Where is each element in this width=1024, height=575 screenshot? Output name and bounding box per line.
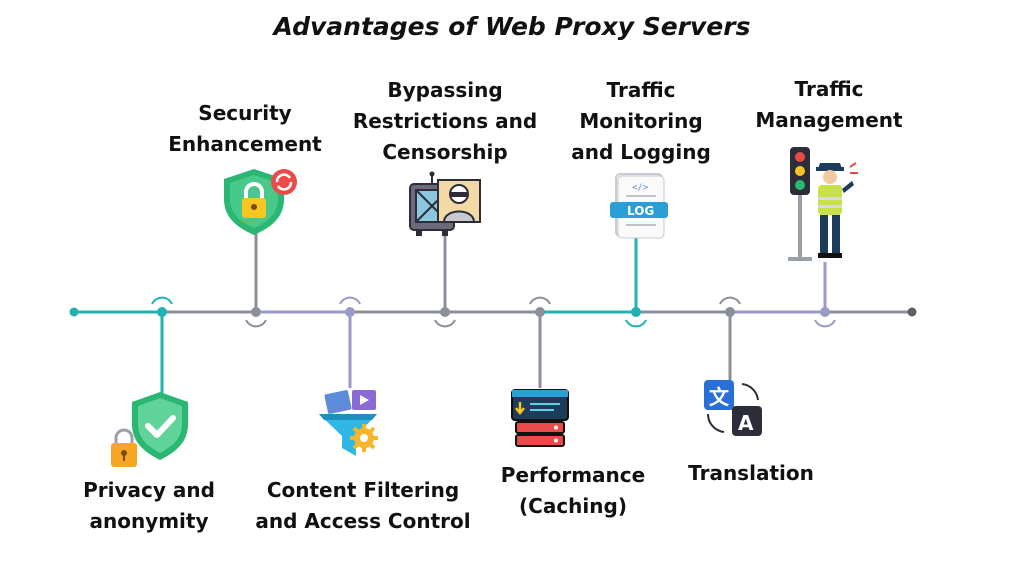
shield-check-lock-icon xyxy=(111,392,188,467)
timeline-line xyxy=(69,307,917,317)
server-cache-icon xyxy=(511,389,569,447)
svg-text:</>: </> xyxy=(632,183,649,193)
label-privacy: Privacy and anonymity xyxy=(83,478,215,533)
node-content-filtering xyxy=(339,296,361,388)
node-bypassing xyxy=(434,232,456,328)
node-traffic-management xyxy=(814,262,836,328)
filter-funnel-icon xyxy=(319,390,378,456)
shield-lock-refresh-icon xyxy=(224,169,297,235)
log-file-icon: </> LOG xyxy=(610,173,668,239)
diagram-title: Advantages of Web Proxy Servers xyxy=(273,12,751,41)
blocked-screen-hacker-icon xyxy=(409,171,481,236)
node-monitoring xyxy=(625,238,647,328)
label-security: Security Enhancement xyxy=(168,101,322,156)
svg-text:LOG: LOG xyxy=(627,204,654,218)
svg-text:文: 文 xyxy=(709,385,730,409)
translate-icon: 文 A xyxy=(704,380,762,436)
node-translation xyxy=(719,296,741,380)
label-performance: Performance (Caching) xyxy=(500,463,646,518)
label-content-filtering: Content Filtering and Access Control xyxy=(255,478,471,533)
label-translation: Translation xyxy=(688,461,814,485)
svg-text:A: A xyxy=(738,411,754,435)
node-security xyxy=(245,225,267,328)
node-privacy xyxy=(151,296,173,398)
label-traffic-management: Traffic Management xyxy=(755,77,903,132)
label-monitoring: Traffic Monitoring and Logging xyxy=(571,78,711,164)
traffic-police-icon xyxy=(788,147,858,261)
node-performance xyxy=(529,296,551,388)
label-bypassing: Bypassing Restrictions and Censorship xyxy=(352,78,538,164)
